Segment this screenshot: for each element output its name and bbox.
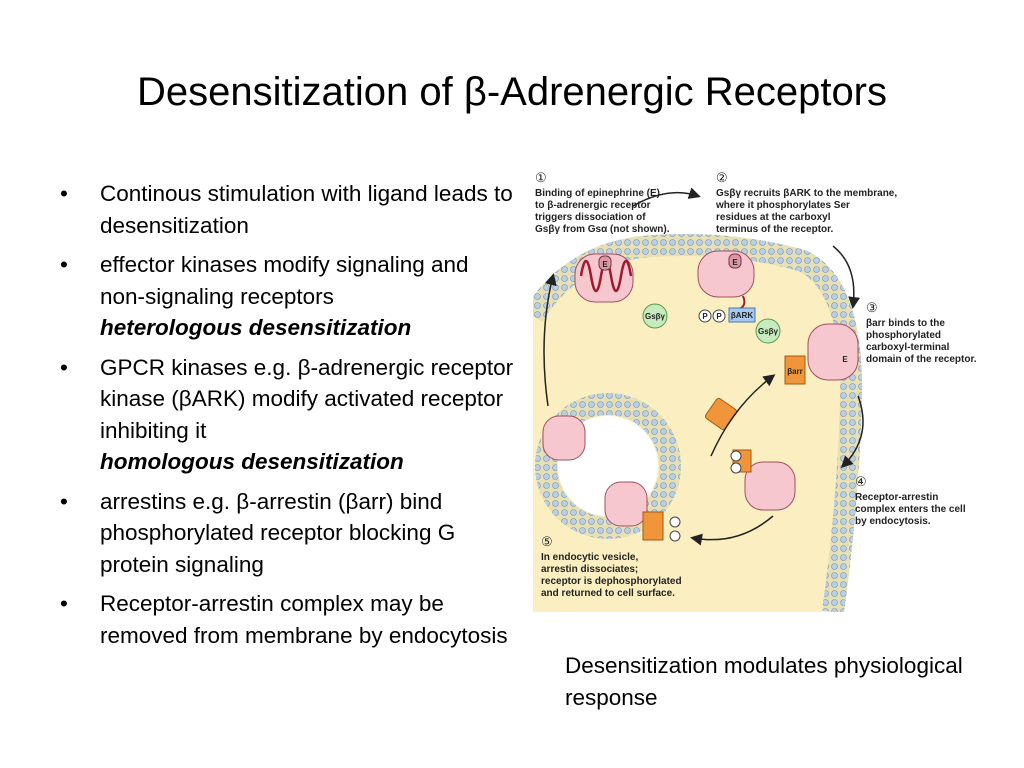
step-line: βarr binds to the (866, 318, 945, 329)
step-line: In endocytic vesicle, (541, 552, 638, 563)
receptor-step3: βarr E (784, 323, 859, 385)
receptor-step1: E (574, 253, 634, 303)
ligand-label: E (732, 258, 738, 267)
step-line: Gsβγ recruits βARK to the membrane, (716, 188, 897, 199)
step-line: terminus of the receptor. (716, 224, 833, 235)
bullet-dot: • (60, 354, 68, 380)
bullet-item: • GPCR kinases e.g. β-adrenergic receptor… (58, 352, 518, 478)
bullet-list: • Continous stimulation with ligand leads… (58, 178, 518, 659)
arrestin-label: βarr (787, 367, 803, 376)
figure-caption: Desensitization modulates physiological … (565, 653, 963, 710)
bark-kinase: βARK (728, 307, 756, 323)
step-line: Gsβγ from Gsα (not shown). (535, 224, 670, 235)
step-1-text: ① Binding of epinephrine (E) to β-adrene… (535, 170, 670, 235)
step-line: carboxyl-terminal (866, 342, 950, 353)
step-line: receptor is dephosphorylated (541, 576, 682, 587)
step-line: and returned to cell surface. (541, 588, 675, 599)
g-beta-gamma-1: Gsβγ (642, 303, 668, 329)
step-line: triggers dissociation of (535, 212, 646, 223)
bullet-text: GPCR kinases e.g. β-adrenergic receptor … (100, 354, 514, 443)
slide-title: Desensitization of β-Adrenergic Receptor… (136, 70, 888, 114)
phosphate-label: P (702, 312, 708, 321)
step-line: where it phosphorylates Ser (715, 200, 850, 211)
step-number: ⑤ (541, 534, 553, 549)
step-line: by endocytosis. (855, 516, 931, 527)
bark-label: βARK (731, 311, 753, 320)
step-line: complex enters the cell (855, 504, 966, 515)
bullet-item: • Continous stimulation with ligand leads… (58, 178, 518, 241)
bullet-text: arrestins e.g. β-arrestin (βarr) bind ph… (100, 488, 456, 577)
step-line: arrestin dissociates; (541, 564, 638, 575)
step-number: ② (716, 170, 728, 185)
phosphate-label: P (716, 312, 722, 321)
step-3-text: ③ βarr binds to the phosphorylated carbo… (866, 300, 977, 365)
bullet-dot: • (60, 181, 68, 206)
step-number: ① (535, 170, 547, 185)
step-line: domain of the receptor. (866, 354, 977, 365)
g-beta-gamma-label: Gsβγ (758, 327, 779, 336)
step-number: ③ (866, 300, 878, 315)
g-beta-gamma-2: Gsβγ (755, 318, 781, 344)
ligand-label: E (602, 260, 608, 269)
step-2-text: ② Gsβγ recruits βARK to the membrane, wh… (715, 170, 897, 235)
vesicle-receptors (542, 415, 681, 542)
receptor-step4 (730, 449, 796, 511)
endocytic-vesicle (535, 393, 681, 539)
bullet-dot: • (60, 591, 68, 616)
step-number: ④ (855, 474, 867, 489)
extracellular-region (533, 166, 535, 168)
step-line: to β-adrenergic receptor (535, 200, 651, 211)
step-line: Receptor-arrestin (855, 492, 938, 503)
bullet-dot: • (60, 252, 68, 277)
step-line: Binding of epinephrine (E) (535, 188, 660, 199)
bullet-item: • arrestins e.g. β-arrestin (βarr) bind p… (58, 486, 518, 581)
cycle-arrows (543, 187, 864, 546)
bullet-emphasis: homologous desensitization (100, 449, 404, 474)
bullet-text: Continous stimulation with ligand leads … (100, 181, 513, 238)
step-4-text: ④ Receptor-arrestin complex enters the c… (855, 474, 966, 527)
receptor-step2: E (697, 250, 755, 311)
bullet-item: • Receptor-arrestin complex may be remove… (58, 588, 518, 651)
step-5-text: ⑤ In endocytic vesicle, arrestin dissoci… (541, 534, 682, 599)
bullet-dot: • (60, 488, 68, 514)
bullet-text: effector kinases modify signaling and no… (100, 252, 469, 309)
bullet-text: Receptor-arrestin complex may be removed… (100, 591, 508, 648)
g-beta-gamma-label: Gsβγ (645, 312, 666, 321)
desensitization-diagram: E E Gsβγ Gsβγ βARK P P βarr E (533, 166, 977, 612)
step-line: residues at the carboxyl (716, 212, 831, 223)
step-line: phosphorylated (866, 330, 941, 341)
bullet-item: • effector kinases modify signaling and n… (58, 249, 518, 344)
phosphates-step2: P P (698, 309, 726, 323)
ligand-label: E (842, 355, 848, 364)
bullet-emphasis: heterologous desensitization (100, 315, 412, 340)
